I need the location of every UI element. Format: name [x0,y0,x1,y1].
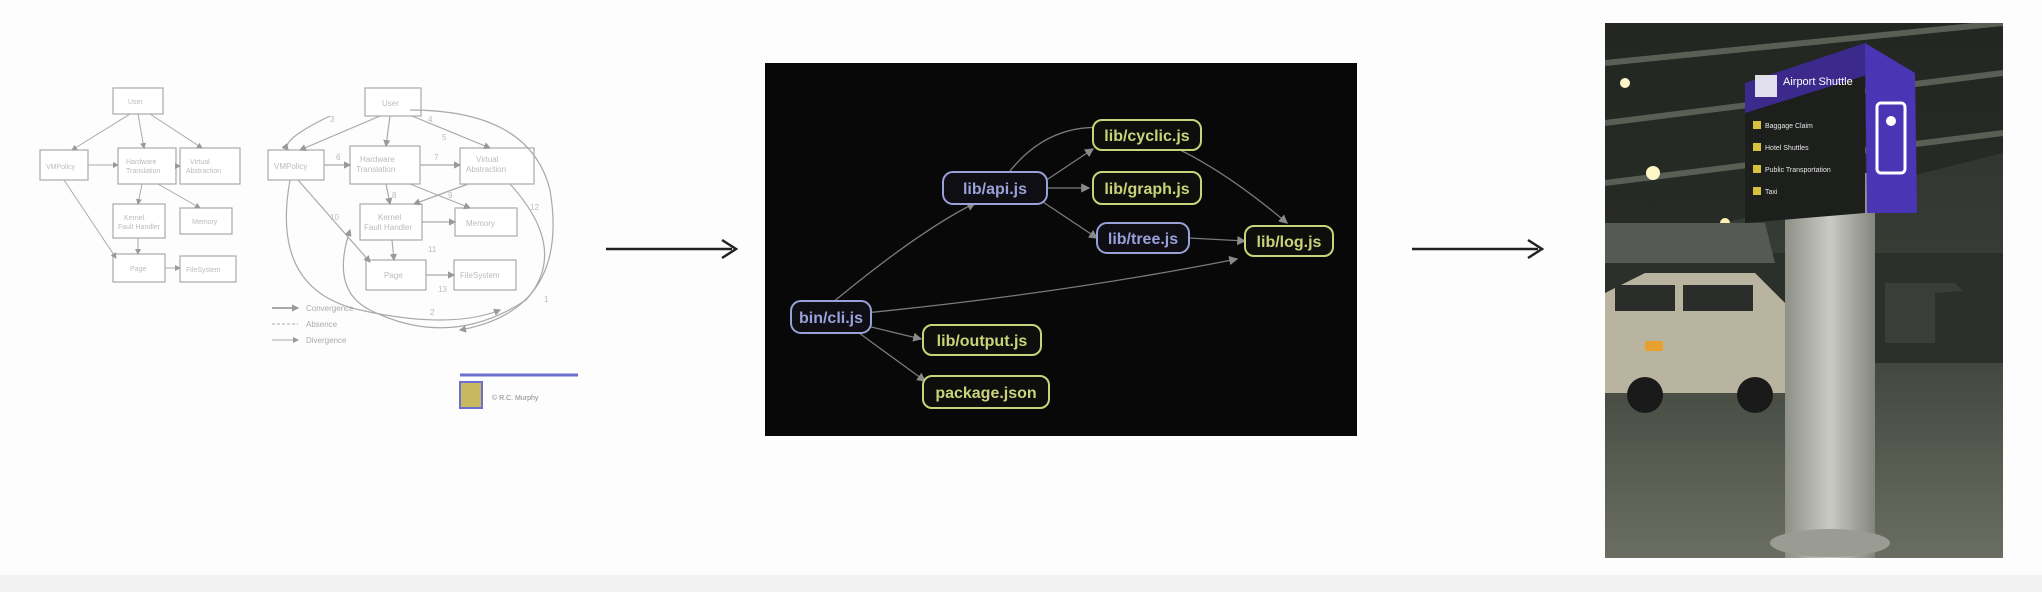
airport-garage-photo: Airport Shuttle Baggage Claim Hotel Shut… [1605,23,2003,558]
graph-node-lib-graph: lib/graph.js [1093,172,1201,204]
svg-text:Hardware: Hardware [360,155,395,164]
svg-text:11: 11 [428,245,437,254]
svg-text:lib/output.js: lib/output.js [937,333,1028,350]
reflexion-model-diagram: User VMPolicy Hardware Translation Virtu… [30,70,590,430]
svg-text:2: 2 [430,308,435,317]
svg-text:Abstraction: Abstraction [466,165,506,174]
svg-text:lib/tree.js: lib/tree.js [1108,231,1178,248]
sign-line-2: Public Transportation [1765,167,1831,174]
bus-icon [1755,75,1777,97]
svg-text:package.json: package.json [935,385,1036,402]
svg-text:Hardware: Hardware [126,159,156,166]
svg-text:7: 7 [434,153,439,162]
svg-text:lib/log.js: lib/log.js [1257,234,1322,251]
graph-node-package-json: package.json [923,376,1049,408]
svg-text:Translation: Translation [356,165,395,174]
graph-node-lib-cyclic: lib/cyclic.js [1093,120,1201,150]
svg-text:bin/cli.js: bin/cli.js [799,310,863,327]
graph-node-lib-log: lib/log.js [1245,226,1333,256]
arrow-right-icon [1410,236,1550,262]
arrow-right-icon [604,236,744,262]
svg-text:Fault Handler: Fault Handler [118,224,161,231]
sign-line-3: Taxi [1765,189,1778,196]
graph-node-lib-api: lib/api.js [943,172,1047,204]
svg-text:6: 6 [336,153,341,162]
bottom-strip [0,575,2042,592]
svg-text:10: 10 [330,213,339,222]
sign-title: Airport Shuttle [1783,76,1853,88]
svg-text:FileSystem: FileSystem [186,267,221,274]
legend-absence: Absence [306,320,338,329]
dependency-graph: lib/cyclic.js lib/api.js lib/graph.js li… [765,63,1357,436]
svg-text:Page: Page [130,266,146,273]
svg-text:Virtual: Virtual [476,155,499,164]
small-node-hardware [118,148,176,184]
node-kernel [360,204,422,240]
svg-text:lib/cyclic.js: lib/cyclic.js [1104,128,1189,145]
footer-credit: © R.C. Murphy [492,394,539,402]
svg-text:VMPolicy: VMPolicy [274,162,307,171]
svg-text:User: User [382,99,399,108]
sign-line-0: Baggage Claim [1765,123,1813,130]
logo-icon [460,382,482,408]
graph-node-lib-tree: lib/tree.js [1097,223,1189,253]
svg-text:8: 8 [392,191,397,200]
svg-text:lib/graph.js: lib/graph.js [1104,181,1189,198]
svg-text:Kernel: Kernel [378,213,401,222]
svg-text:Abstraction: Abstraction [186,168,221,175]
legend: Convergence Absence Divergence [272,304,354,345]
svg-text:lib/api.js: lib/api.js [963,181,1027,198]
svg-text:Fault Handler: Fault Handler [364,223,412,232]
svg-text:4: 4 [428,115,433,124]
legend-divergence: Divergence [306,336,347,345]
svg-text:1: 1 [544,295,549,304]
svg-text:9: 9 [448,191,453,200]
reflexion-model-svg: User VMPolicy Hardware Translation Virtu… [30,70,590,430]
svg-text:VMPolicy: VMPolicy [46,164,76,171]
small-node-virtual [180,148,240,184]
svg-text:Page: Page [384,271,403,280]
graph-node-bin-cli: bin/cli.js [791,301,871,333]
svg-text:3: 3 [330,115,335,124]
legend-convergence: Convergence [306,304,354,313]
concrete-pillar [1785,173,1875,558]
svg-text:Kernel: Kernel [124,215,145,222]
svg-text:FileSystem: FileSystem [460,271,500,280]
svg-text:12: 12 [530,203,539,212]
garage-scene-svg: Airport Shuttle Baggage Claim Hotel Shut… [1605,23,2003,558]
sign-line-1: Hotel Shuttles [1765,145,1809,152]
svg-text:5: 5 [442,133,447,142]
dependency-graph-svg: lib/cyclic.js lib/api.js lib/graph.js li… [765,63,1357,436]
svg-text:Virtual: Virtual [190,159,210,166]
svg-text:User: User [128,99,143,106]
svg-text:13: 13 [438,285,447,294]
graph-node-lib-output: lib/output.js [923,325,1041,355]
svg-text:Memory: Memory [466,219,495,228]
svg-text:Memory: Memory [192,219,218,226]
svg-text:Translation: Translation [126,168,160,175]
